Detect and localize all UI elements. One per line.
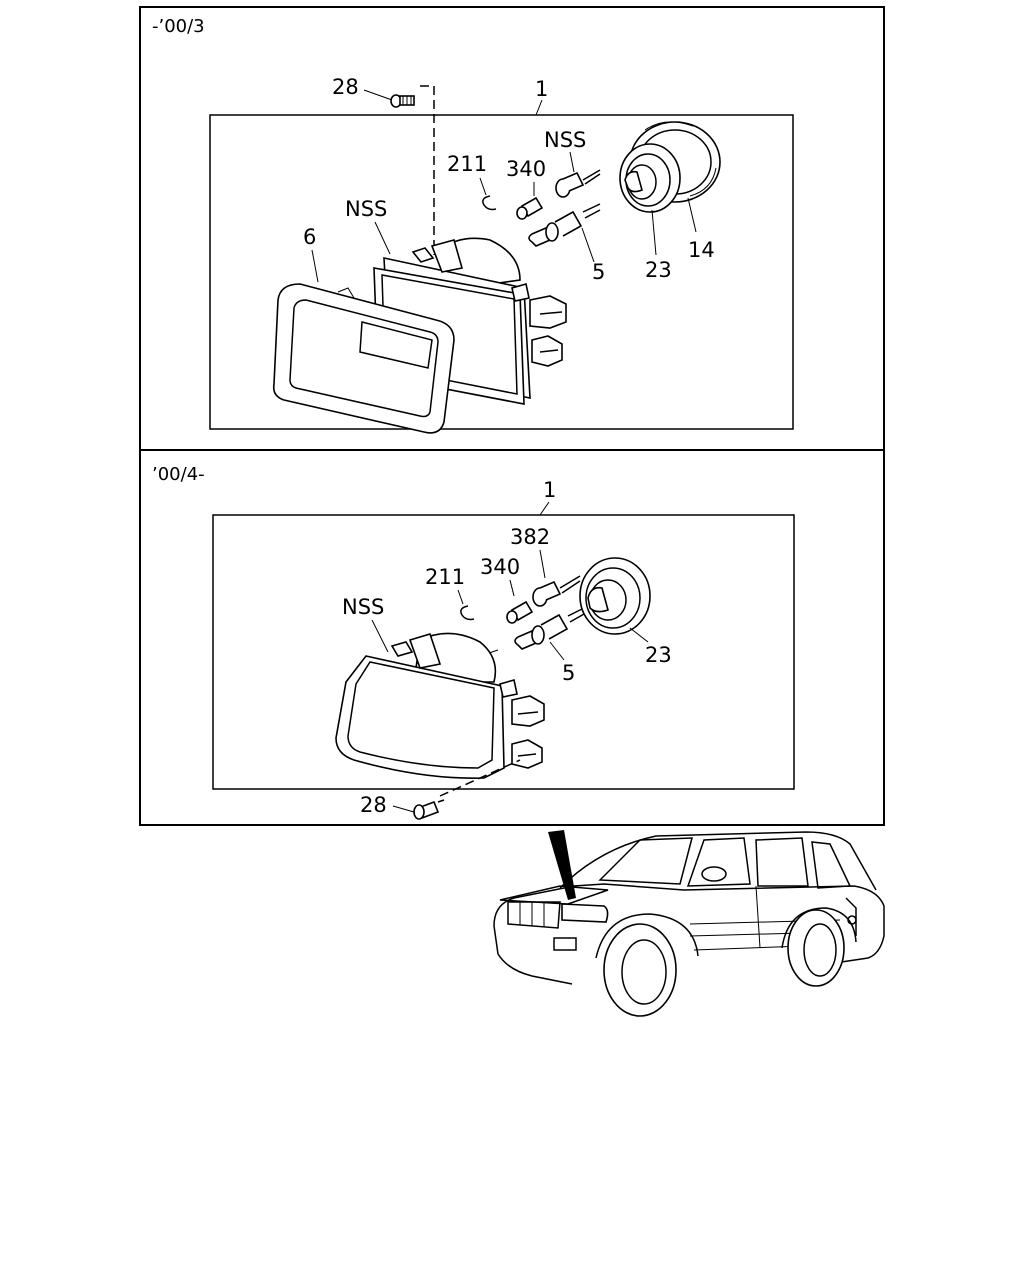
quarter-window [811, 841, 852, 889]
vehicle-body [493, 883, 885, 965]
leader-bezel [311, 249, 319, 283]
callout-bezel: 6 [303, 225, 316, 249]
cap-part [579, 557, 651, 635]
leader-bulb-socket [581, 227, 595, 263]
leader-cover [687, 197, 697, 233]
leader-screw [392, 805, 415, 813]
rear-door-window [755, 837, 809, 887]
leader-lamp-nss [374, 221, 391, 255]
location-pointer [548, 830, 576, 900]
callout-bulb: 340 [480, 555, 520, 579]
front-wheel-arch [595, 913, 699, 959]
socket-part [555, 169, 601, 198]
side-mirror [701, 866, 727, 882]
leader-lamp-nss [371, 619, 389, 653]
callout-screw: 28 [360, 793, 387, 817]
door-seam [755, 885, 761, 949]
leader-assembly [535, 99, 543, 116]
bulb-socket-part [528, 203, 601, 247]
callout-screw: 28 [332, 75, 359, 99]
grille [507, 901, 561, 929]
leader-screw [363, 89, 393, 101]
leader-cap [651, 209, 657, 256]
leader-bulb-socket [549, 641, 565, 661]
callout-lamp-nss: NSS [342, 595, 384, 619]
leader-clip [457, 589, 464, 605]
callout-bulb-socket: 5 [592, 260, 605, 284]
assembly-box [212, 514, 795, 790]
front-bumper [493, 925, 573, 985]
callout-bulb-socket: 5 [562, 661, 575, 685]
panel-early: -’00/3 1 28 211 340 NSS [152, 16, 794, 434]
callout-socket-nss: NSS [544, 128, 586, 152]
callout-clip: 211 [447, 152, 487, 176]
callout-cap: 23 [645, 643, 672, 667]
leader-screw-path [420, 85, 435, 255]
panel-period-label: ’00/4- [152, 464, 205, 485]
callout-assembly: 1 [543, 478, 556, 502]
windshield [598, 837, 693, 885]
panel-late: ’00/4- 1 382 340 211 [152, 464, 795, 820]
diagram-frame [139, 6, 885, 826]
callout-cap: 23 [645, 258, 672, 282]
callout-cover: 14 [688, 238, 715, 262]
callout-lamp-nss: NSS [345, 197, 387, 221]
callout-assembly: 1 [535, 77, 548, 101]
front-door-window [686, 837, 751, 887]
cap-part [619, 143, 681, 213]
panel-period-label: -’00/3 [152, 16, 205, 37]
bulb-part [506, 600, 534, 624]
leader-socket [539, 549, 546, 579]
rear-lamp [847, 915, 857, 925]
headlamp-location [561, 903, 609, 923]
vehicle-location-illustration [493, 830, 885, 1017]
clip-part [482, 195, 497, 211]
leader-cap [629, 627, 649, 643]
fog-lamp [553, 937, 577, 951]
leader-assembly [539, 501, 550, 516]
socket-part [532, 575, 581, 607]
callout-socket: 382 [510, 525, 550, 549]
bulb-part [516, 196, 544, 220]
bulb-socket-part [514, 607, 585, 650]
headlamp-housing [335, 632, 545, 779]
screw-part [413, 799, 445, 820]
bezel-part [272, 283, 455, 434]
assembly-box [209, 114, 794, 430]
screw-part [390, 94, 415, 108]
clip-part [460, 605, 475, 621]
leader-clip [479, 177, 487, 196]
vehicle-roof [559, 831, 877, 891]
rear-end [845, 897, 857, 936]
callout-clip: 211 [425, 565, 465, 589]
callout-bulb: 340 [506, 157, 546, 181]
front-wheel [603, 923, 677, 1017]
leader-bulb [509, 579, 515, 597]
rear-wheel-arch [781, 907, 857, 949]
leader-socket-nss [569, 151, 575, 173]
leader-screw-path [439, 759, 521, 797]
